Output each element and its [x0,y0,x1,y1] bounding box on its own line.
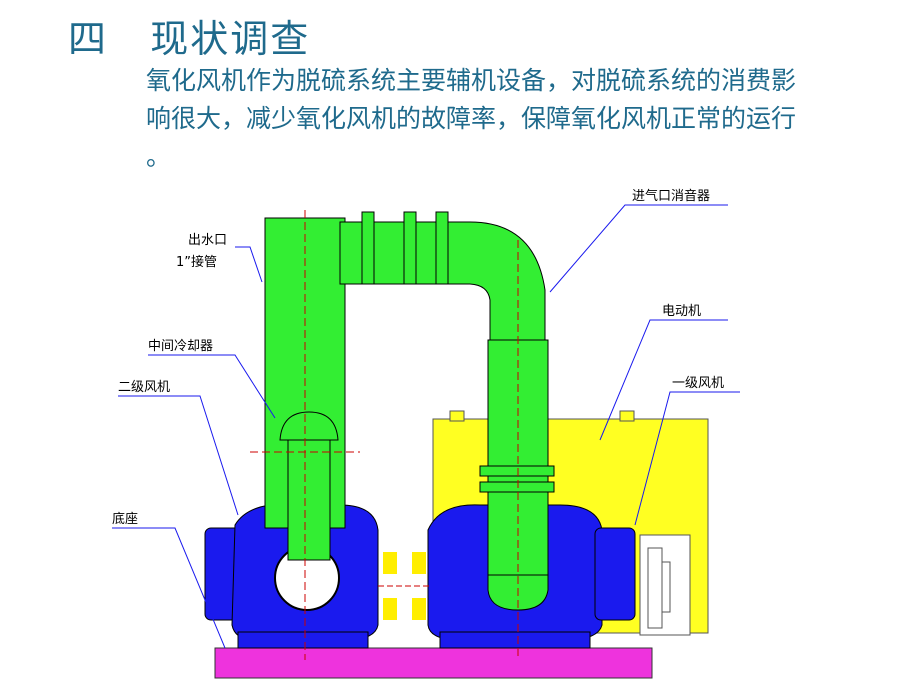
label-outlet-line2: 1”接管 [176,254,217,270]
label-base: 底座 [112,511,138,527]
label-outlet-line1: 出水口 [188,233,227,248]
paragraph-line-1: 氧化风机作为脱硫系统主要辅机设备，对脱硫系统的消费影 [146,66,797,95]
pipe-system [264,217,549,611]
label-intercooler: 中间冷却器 [148,339,213,354]
slide-title: 四 现状调查 [68,17,311,61]
label-inlet-silencer: 进气口消音器 [632,188,710,204]
paragraph-line-2: 响很大，减少氧化风机的故障率，保障氧化风机正常的运行 [146,104,797,133]
label-second-fan: 二级风机 [118,380,170,395]
label-motor: 电动机 [662,304,701,319]
label-first-fan: 一级风机 [672,376,724,391]
intro-paragraph: 氧化风机作为脱硫系统主要辅机设备，对脱硫系统的消费影 响很大，减少氧化风机的故障… [146,62,896,176]
annotations [112,204,740,649]
pipe-flanges [361,211,555,493]
centerlines [250,210,519,660]
paragraph-line-3: 。 [146,142,172,171]
coupling [378,552,432,620]
base [214,647,653,679]
